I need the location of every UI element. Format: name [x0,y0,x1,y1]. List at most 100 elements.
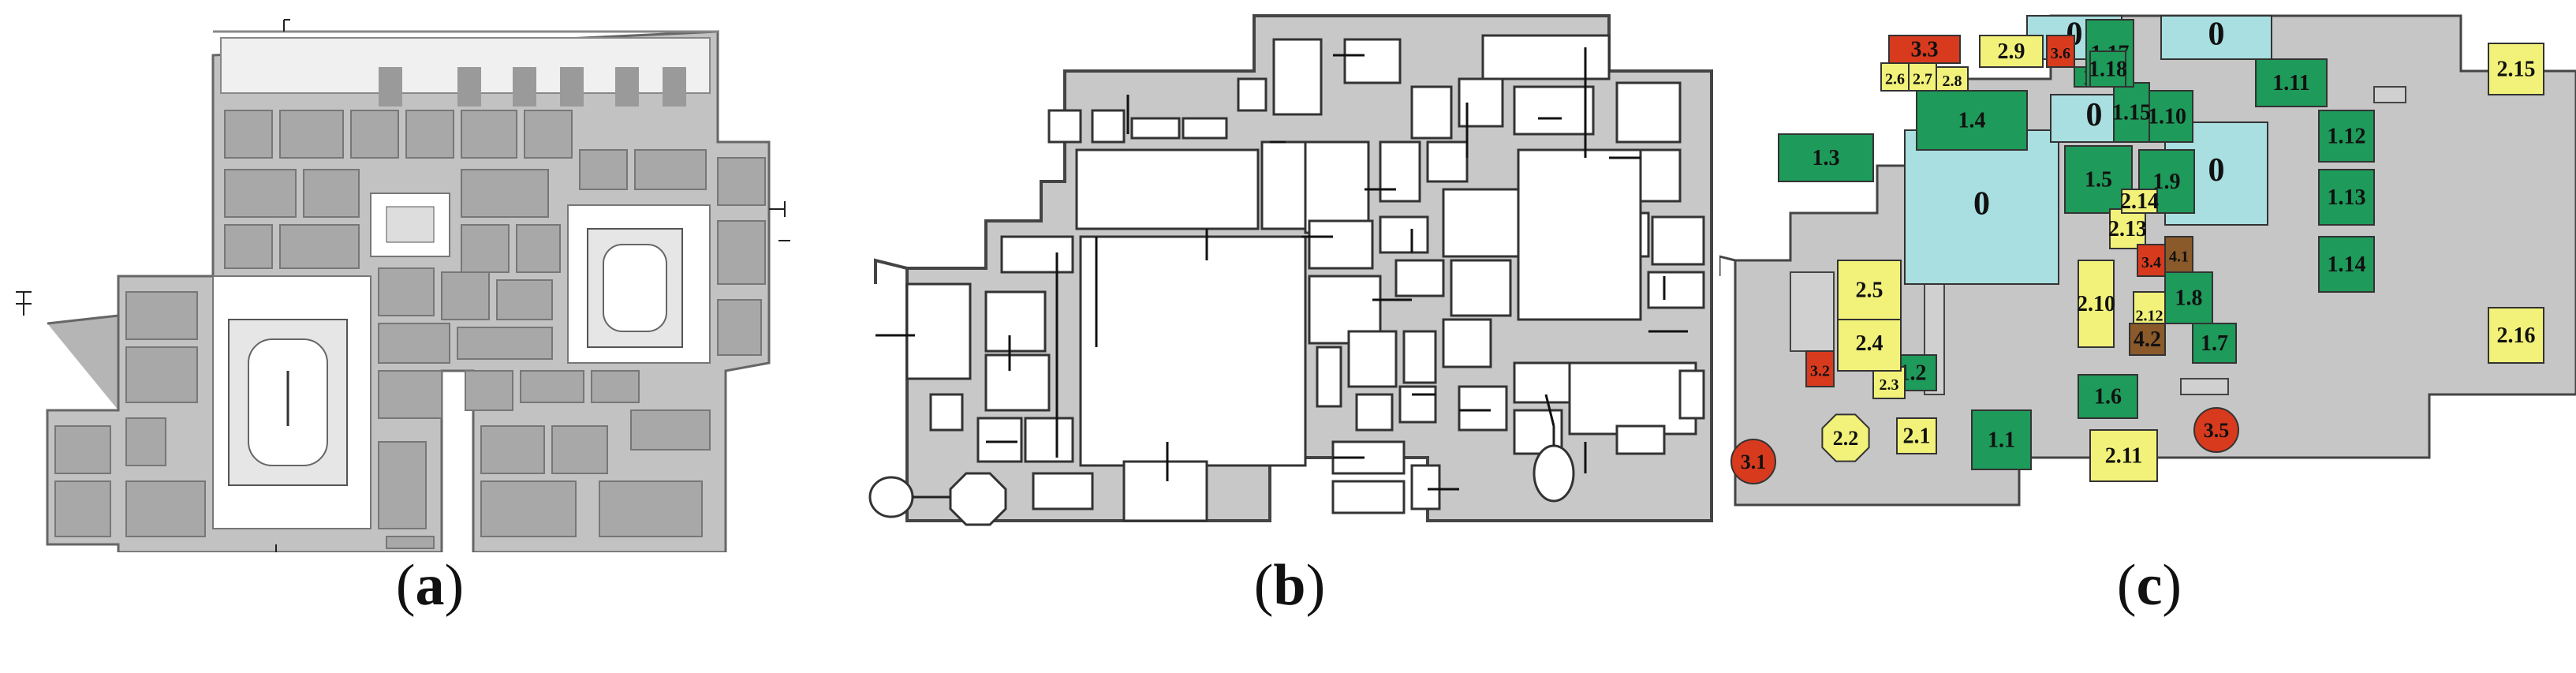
room-label: 1.8 [2175,286,2203,311]
room-1-13: 1.13 [2318,169,2375,226]
room-shape [2129,323,2166,356]
room-4-2: 4.2 [2129,323,2166,356]
room-shape [2318,110,2375,163]
room-3-6: 3.6 [2046,35,2075,68]
room-label: 2.3 [1880,376,1899,394]
room-label: 2.14 [2120,189,2159,214]
room-shape [2064,145,2133,214]
room-0: 0 [2160,15,2272,60]
room-label: 2.1 [1903,424,1931,449]
room-shape [2121,189,2158,214]
room-shape [2089,50,2126,88]
room-shape [1872,366,1906,399]
room-label: 1.13 [2328,185,2366,210]
room-shape [2164,236,2193,273]
room-1-8: 1.8 [2164,271,2213,324]
room-2-9: 2.9 [1979,35,2044,68]
room-1-14: 1.14 [2318,236,2375,293]
access-graph-drawing [868,14,1713,526]
room-3-4: 3.4 [2137,244,2166,277]
room-shape [1821,413,1870,462]
room-1-18: 1.18 [2089,50,2127,88]
room-label: 1.15 [2112,101,2151,125]
room-label: 3.2 [1810,363,1830,380]
room-shape [1896,417,1937,454]
room-shape [1936,66,1969,92]
room-1-5: 1.5 [2064,145,2133,214]
room-shape [2318,169,2375,226]
room-shape [1979,35,2044,68]
room-2-8: 2.8 [1936,66,1969,92]
room-label: 1.1 [1988,428,2015,453]
room-label: 0 [2208,17,2225,53]
room-label: 1.18 [2089,58,2127,82]
caption-b: (b) [1253,553,1326,618]
room-1-15: 1.15 [2112,82,2151,143]
caption-c: (c) [2116,553,2182,618]
room-label: 0 [2208,152,2225,189]
room-4-1: 4.1 [2164,236,2193,273]
room-shape [1837,315,1902,372]
room-shape [2193,407,2239,453]
room-3-1: 3.1 [1730,439,1776,484]
room-1-4: 1.4 [1916,90,2028,151]
room-label: 2.5 [1856,279,1883,303]
room-label: 2.13 [2108,217,2147,241]
room-label: 1.6 [2094,385,2122,409]
room-2-14: 2.14 [2120,189,2159,214]
room-1-11: 1.11 [2255,58,2328,107]
room-label: 0 [2086,97,2103,133]
room-label: 1.4 [1958,109,1986,133]
room-label: 2.16 [2497,323,2536,348]
room-3-3: 3.3 [1888,35,1961,64]
room-2-5: 2.5 [1837,260,1902,320]
room-shape [1971,409,2032,470]
room-1-1: 1.1 [1971,409,2032,470]
room-label: 3.3 [1911,38,1939,62]
room-2-11: 2.11 [2089,429,2158,482]
room-shape [1730,439,1776,484]
room-label: 1.5 [2085,168,2112,193]
room-label: 4.1 [2169,249,2189,266]
room-shape [1916,90,2028,151]
room-label: 2.12 [2136,308,2163,325]
room-1-6: 1.6 [2078,374,2138,419]
room-2-3: 2.3 [1872,366,1906,399]
room-2-4: 2.4 [1837,315,1902,372]
room-shape [1888,35,1961,64]
room-label: 1.7 [2201,331,2228,356]
room-1-3: 1.3 [1778,133,1874,182]
room-shape [2089,429,2158,482]
room-2-6: 2.6 [1880,62,1910,92]
room-label: 2.2 [1833,427,1859,450]
room-label: 2.7 [1913,71,1932,88]
room-label: 3.5 [2204,419,2230,442]
room-label: 2.4 [1856,331,1883,356]
room-shape [2488,307,2544,364]
room-label: 1.10 [2148,105,2186,129]
room-2-7: 2.7 [1908,62,1937,92]
room-2-10: 2.10 [2077,260,2115,348]
room-shape [1805,350,1835,387]
room-2-1: 2.1 [1896,417,1937,454]
room-3-2: 3.2 [1805,350,1835,387]
room-label: 2.11 [2105,444,2142,469]
room-label: 2.10 [2077,292,2115,316]
room-1-12: 1.12 [2318,110,2375,163]
room-label: 2.8 [1943,73,1962,90]
room-label: 1.3 [1813,146,1840,170]
room-1-7: 1.7 [2192,323,2237,364]
room-label: 4.2 [2134,327,2161,352]
room-shape [2078,260,2115,348]
room-shape [2192,323,2237,364]
room-label: 3.6 [2051,45,2070,62]
room-shape [2160,15,2272,60]
room-shape [1778,133,1874,182]
room-0: 0 [1904,129,2059,285]
room-2-16: 2.16 [2488,307,2544,364]
room-shape [1904,129,2059,285]
caption-a: (a) [395,553,465,618]
room-shape [2255,58,2328,107]
room-2-15: 2.15 [2488,43,2544,95]
